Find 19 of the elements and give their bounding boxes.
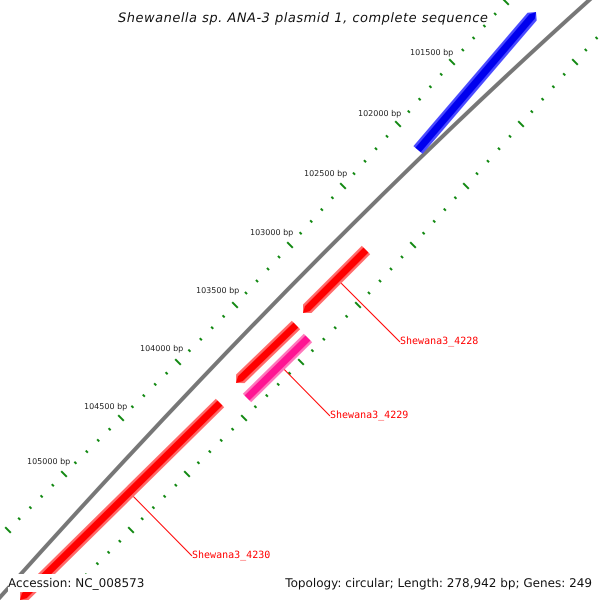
- tick-label: 101500 bp: [410, 47, 454, 59]
- gene-label: Shewana3_4230: [192, 550, 270, 562]
- tick-label: 104000 bp: [140, 343, 184, 355]
- leader-line: [284, 369, 330, 416]
- gene-label: Shewana3_4228: [400, 336, 478, 348]
- tick-label: 104500 bp: [84, 401, 128, 413]
- tick-label: 103500 bp: [196, 285, 240, 297]
- tick-label: 103000 bp: [250, 227, 294, 239]
- tick-label: 102500 bp: [304, 168, 348, 180]
- sequence-info-text: Topology: circular; Length: 278,942 bp; Genes: 249: [285, 575, 592, 592]
- tick-label: 102000 bp: [358, 108, 402, 120]
- tick-label: 105000 bp: [27, 456, 70, 468]
- gene-bar: [242, 334, 312, 402]
- gene-label: Shewana3_4229: [330, 410, 408, 422]
- accession-text: Accession: NC_008573: [8, 574, 144, 592]
- title: Shewanella sp. ANA-3 plasmid 1, complete sequence: [118, 10, 488, 28]
- gene-bar: [303, 246, 370, 313]
- leader-line: [340, 282, 400, 342]
- leader-line: [133, 496, 192, 556]
